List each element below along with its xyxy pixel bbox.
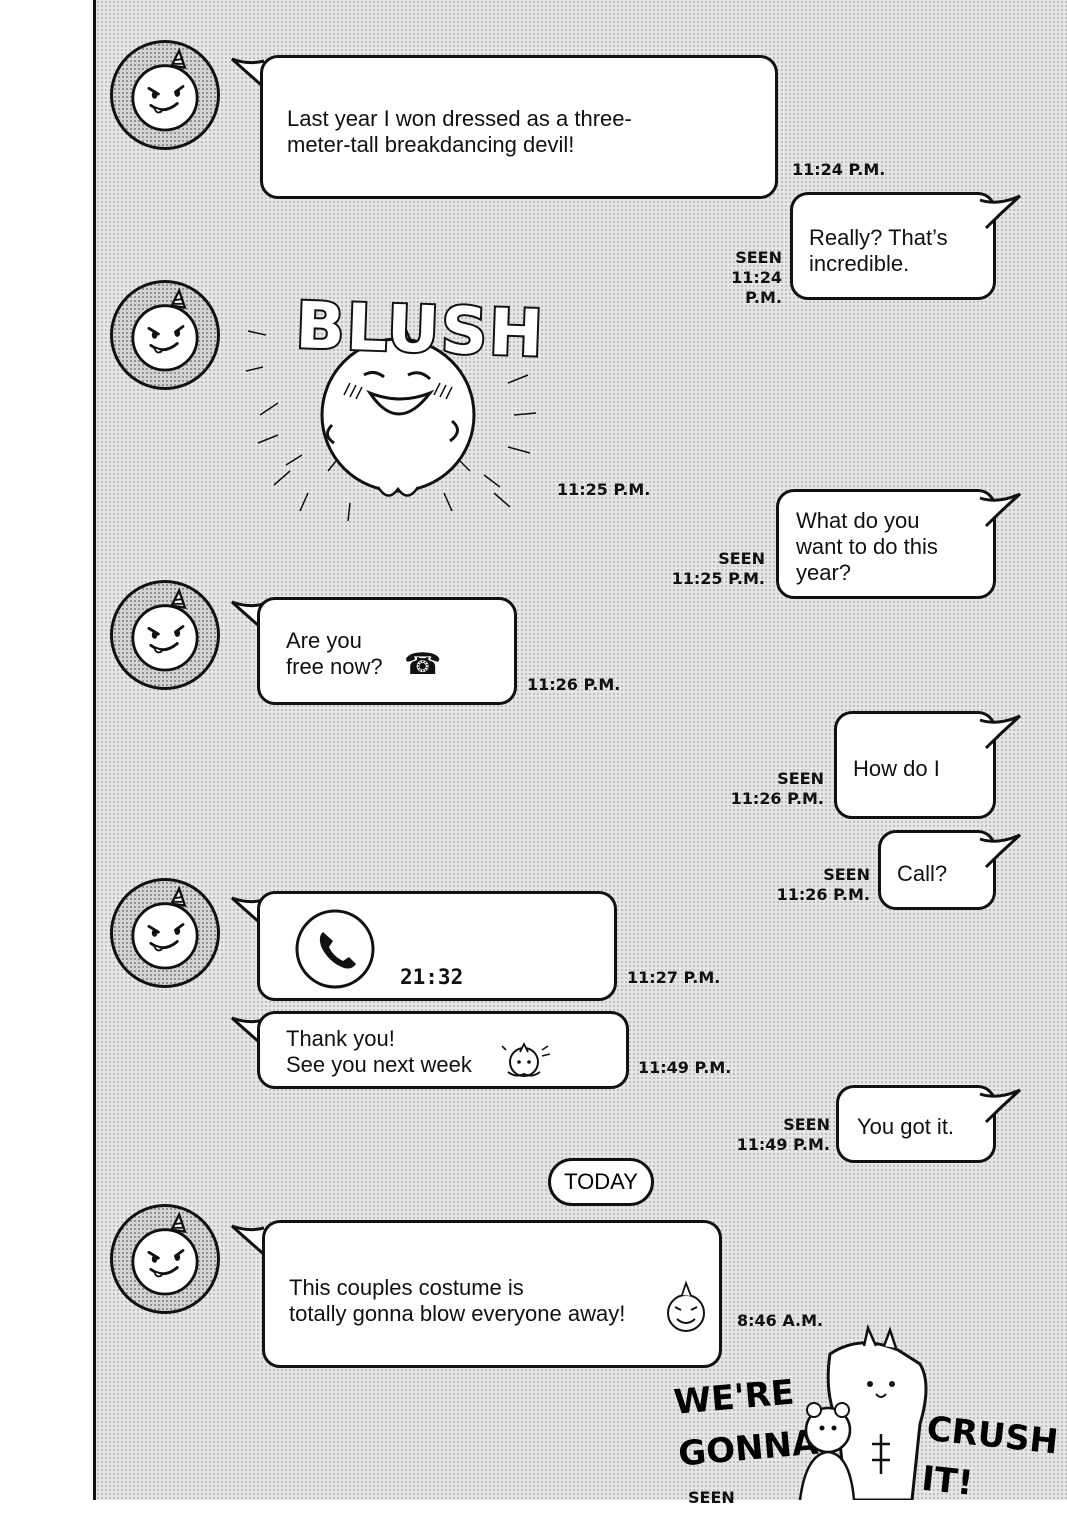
message-time: 11:27 P.M.	[627, 968, 721, 987]
message-text: How do I	[853, 756, 940, 781]
message-text: Thank you! See you next week	[286, 1026, 472, 1077]
devil-avatar-icon[interactable]	[110, 878, 220, 988]
message-status: SEEN	[688, 1488, 735, 1507]
devil-avatar-icon[interactable]	[110, 580, 220, 690]
message-bubble-outgoing[interactable]: What do you want to do this year?	[776, 489, 996, 599]
message-text: What do you want to do this year?	[796, 508, 938, 585]
message-text: Last year I won dressed as a three- mete…	[287, 106, 632, 157]
sfx-crush-it: CRUSH IT!	[919, 1408, 1060, 1504]
sfx-were-gonna: WE'RE GONNA	[672, 1372, 820, 1475]
message-time: 11:25 P.M.	[557, 480, 651, 499]
devil-avatar-icon[interactable]	[110, 280, 220, 390]
message-time: 11:49 P.M.	[638, 1058, 732, 1077]
message-text: Are you free now?	[286, 628, 383, 679]
devil-avatar-icon[interactable]	[110, 1204, 220, 1314]
message-time: 8:46 A.M.	[737, 1311, 824, 1330]
message-bubble-outgoing[interactable]: You got it.	[836, 1085, 996, 1163]
bubble-tail	[230, 1224, 267, 1258]
message-bubble-outgoing[interactable]: Call?	[878, 830, 996, 910]
smirk-devil-icon	[667, 1280, 705, 1332]
message-text: You got it.	[857, 1114, 955, 1139]
message-bubble-outgoing[interactable]: How do I	[834, 711, 996, 819]
bubble-tail	[979, 492, 1021, 528]
message-text: This couples costume is totally gonna bl…	[289, 1275, 626, 1326]
bubble-tail	[979, 833, 1021, 869]
message-text: Call?	[897, 861, 948, 886]
message-bubble-incoming[interactable]: This couples costume is totally gonna bl…	[262, 1220, 722, 1368]
bubble-tail	[979, 194, 1021, 230]
telephone-icon: ☎	[404, 647, 442, 682]
devil-avatar-icon[interactable]	[110, 40, 220, 150]
message-bubble-outgoing[interactable]: Really? That’s incredible.	[790, 192, 996, 300]
bubble-tail	[979, 1088, 1021, 1124]
message-bubble-incoming[interactable]: Are you free now? ☎	[257, 597, 517, 705]
message-bubble-incoming[interactable]: Thank you! See you next week	[257, 1011, 629, 1089]
message-bubble-incoming[interactable]: Last year I won dressed as a three- mete…	[260, 55, 778, 199]
bubble-tail	[979, 714, 1021, 750]
bubble-tail	[230, 57, 267, 91]
message-time: 11:24 P.M.	[792, 160, 886, 179]
bunny-bear-mascots	[798, 1324, 928, 1500]
message-time: 11:26 P.M.	[527, 675, 621, 694]
message-text: Really? That’s incredible.	[809, 225, 948, 276]
blush-devil-sticker[interactable]: BLUSH	[238, 275, 583, 525]
blush-sfx: BLUSH	[295, 289, 546, 372]
call-bubble[interactable]: 21:32	[257, 891, 617, 1001]
bowing-face-icon	[501, 1041, 551, 1077]
date-divider: TODAY	[548, 1158, 654, 1206]
call-duration: 21:32	[400, 965, 464, 989]
phone-icon[interactable]	[294, 908, 376, 990]
